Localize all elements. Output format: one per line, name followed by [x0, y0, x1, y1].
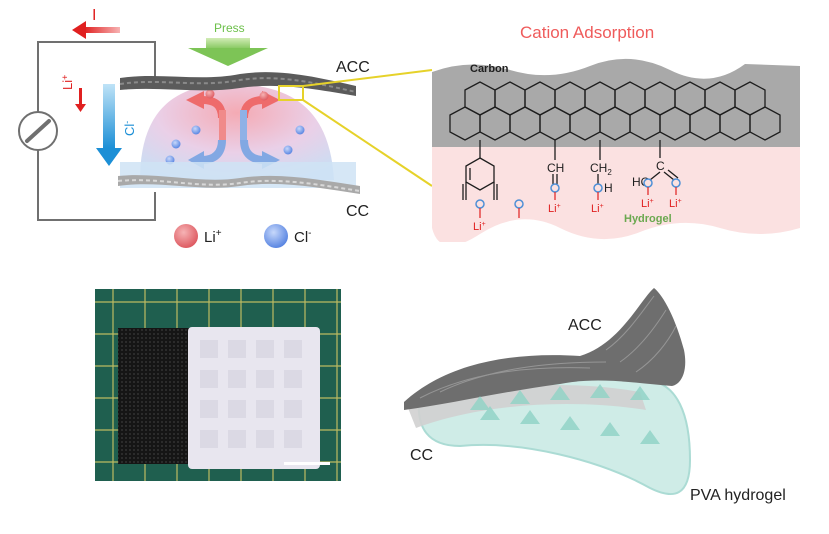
- li-site-2: Li+: [512, 221, 525, 233]
- press-label: Press: [214, 21, 245, 35]
- hydrogel-texture: [200, 340, 302, 448]
- circuit-wire: [37, 41, 156, 221]
- current-arrow: [72, 21, 120, 39]
- li-bonds: [479, 187, 677, 218]
- aldehyde-group: [552, 140, 558, 184]
- cc-label: CC: [346, 203, 369, 220]
- cl-legend-swatch: [264, 224, 288, 248]
- textile-acc-label: ACC: [568, 317, 602, 334]
- load-meter-icon: [18, 111, 58, 151]
- hydrogel-label: Hydrogel: [624, 213, 672, 225]
- carbon-cloth: [118, 328, 194, 464]
- cc-electrode: [117, 175, 361, 194]
- quinone-group: [462, 140, 498, 200]
- carboxyl-c-label: C: [656, 159, 665, 173]
- ch2-label: CH2: [590, 161, 612, 177]
- cation-adsorption-title: Cation Adsorption: [520, 23, 654, 42]
- acc-weave-lines: [419, 295, 677, 399]
- current-label: I: [92, 7, 96, 24]
- oh-h-label: H: [604, 181, 613, 195]
- li-site-1: Li+: [473, 221, 486, 233]
- hydrogel-layer: [432, 147, 800, 242]
- textile-cc-label: CC: [410, 447, 433, 464]
- graphene-lattice: [449, 81, 781, 141]
- oxygen-sites: [475, 178, 681, 209]
- scale-bar: [284, 462, 330, 465]
- li-legend-label: Li+: [204, 228, 222, 246]
- li-down-arrow: [75, 88, 86, 112]
- acc-electrode: [119, 72, 357, 96]
- cl-arrow-label: Cl-: [122, 121, 137, 136]
- zoom-callout-bottom: [302, 99, 433, 187]
- ion-flow-arrows: [186, 91, 280, 169]
- carbon-label: Carbon: [470, 63, 509, 75]
- li-arrow-label: Li+: [60, 75, 75, 90]
- acc-fabric-layer: [404, 288, 686, 410]
- ions-in-dome: [165, 89, 305, 165]
- hydrogel-pyramids: [470, 384, 660, 444]
- cl-down-arrow: [96, 84, 122, 166]
- li-site-4: Li+: [591, 203, 604, 215]
- carbon-layer: [432, 58, 800, 147]
- li-site-5: Li+: [641, 198, 654, 210]
- device-photo: [95, 289, 341, 481]
- li-site-6: Li+: [669, 198, 682, 210]
- hydrogel-dome: [140, 84, 334, 180]
- li-legend-swatch: [174, 224, 198, 248]
- ion-legend: Li+ Cl-: [174, 224, 312, 248]
- li-site-3: Li+: [548, 203, 561, 215]
- zoom-callout-top: [302, 69, 433, 87]
- device-schematic: I Li+ Cl- Press: [18, 7, 433, 248]
- textile-3d-illustration: ACC CC PVA hydrogel: [404, 288, 786, 504]
- carboxyl-group: [649, 140, 679, 181]
- zoom-box: [278, 85, 304, 101]
- cl-legend-label: Cl-: [294, 228, 312, 246]
- ch-label: CH: [547, 161, 564, 175]
- cation-adsorption-panel: Cation Adsorption: [432, 23, 800, 242]
- acc-label: ACC: [336, 59, 370, 76]
- press-arrow: [188, 38, 268, 66]
- textile-hydrogel-label: PVA hydrogel: [690, 487, 786, 504]
- hydroxymethyl-group: [597, 140, 601, 184]
